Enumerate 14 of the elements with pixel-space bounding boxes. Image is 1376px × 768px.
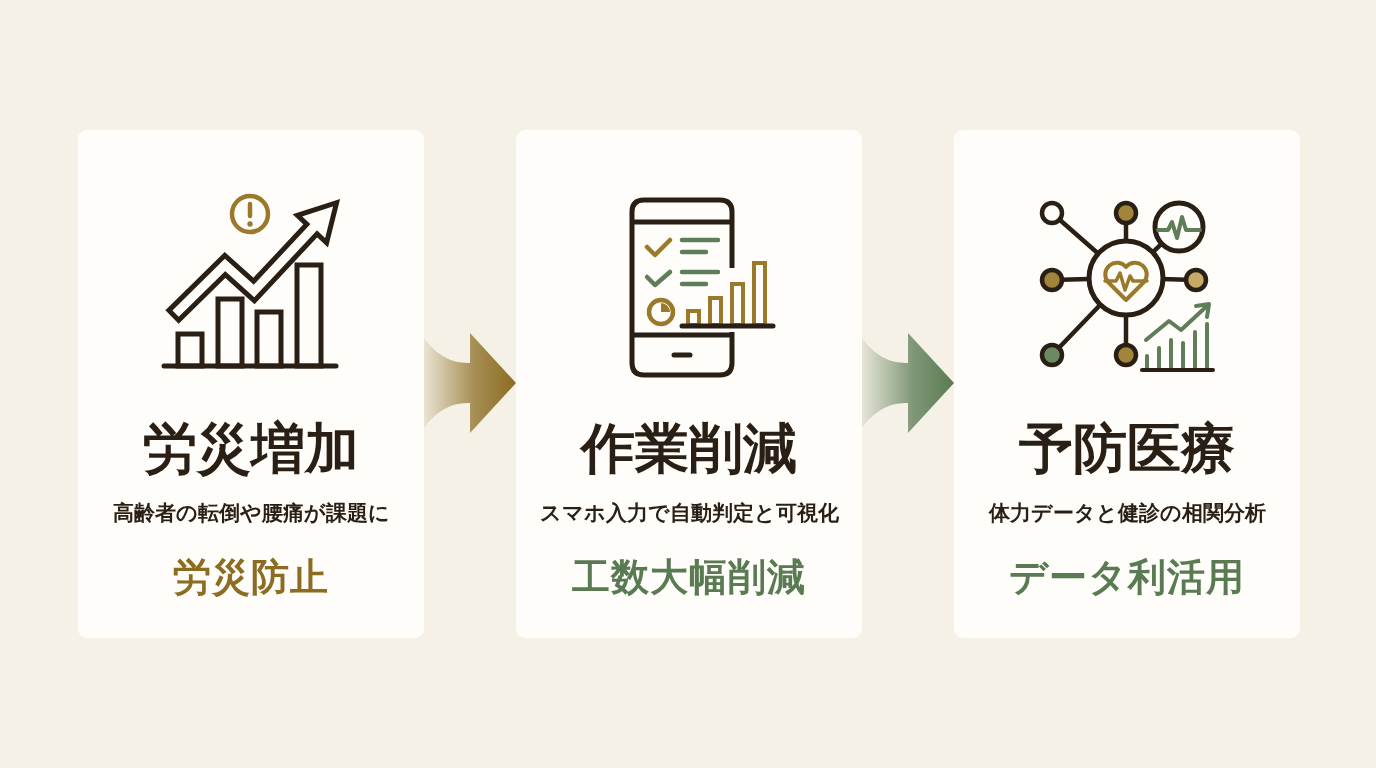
card-description: 高齢者の転倒や腰痛が課題に (111, 501, 391, 526)
result-label: データ利活用 (1008, 556, 1246, 600)
result-label: 労災防止 (172, 556, 330, 600)
step-card (954, 130, 1300, 638)
step-card (78, 130, 424, 638)
card-description: 体力データと健診の相関分析 (987, 501, 1267, 526)
card-title: 予防医療 (1018, 417, 1236, 480)
arrow (424, 333, 516, 433)
card-description: スマホ入力で自動判定と可視化 (538, 501, 840, 526)
arrow (862, 333, 954, 433)
step-card (516, 130, 862, 638)
card-title: 労災増加 (142, 417, 360, 480)
card-title: 作業削減 (578, 417, 798, 480)
result-label: 工数大幅削減 (571, 556, 807, 600)
